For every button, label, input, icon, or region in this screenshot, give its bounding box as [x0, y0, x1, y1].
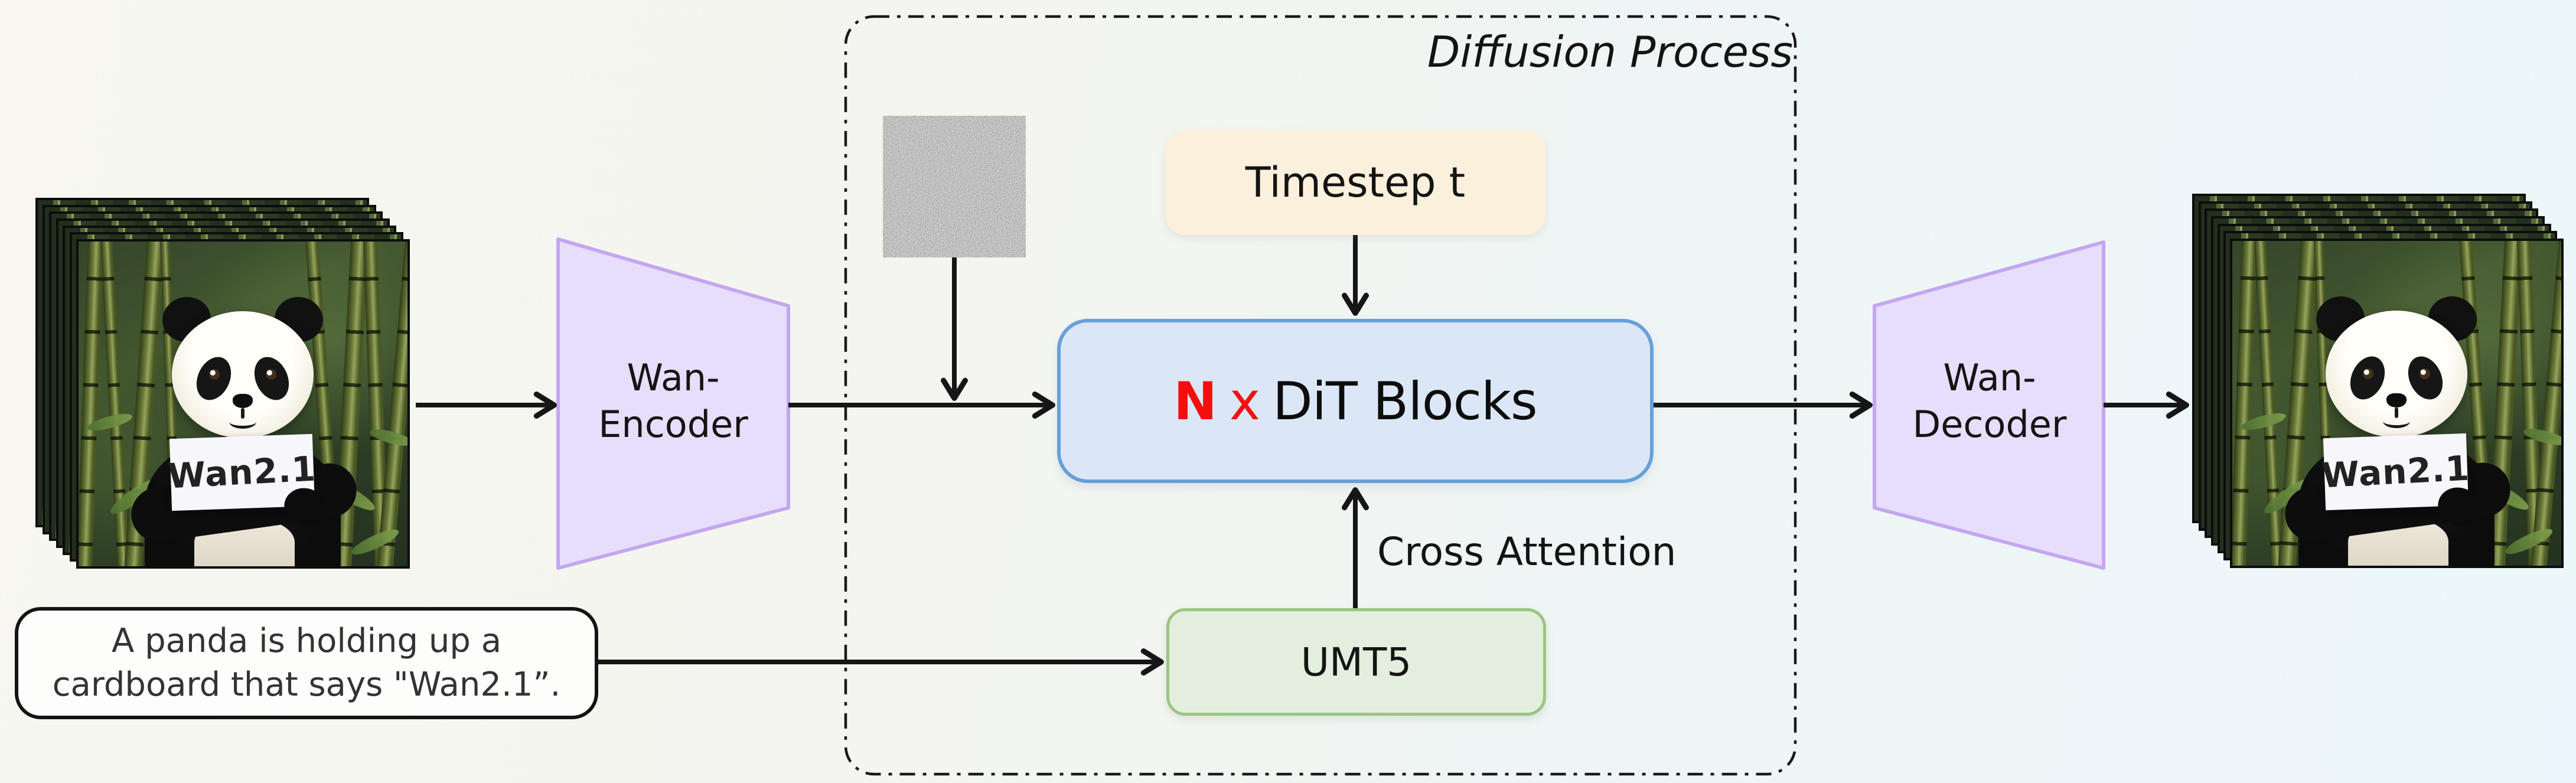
panda-nose: [2386, 393, 2407, 407]
panda-mouth: [2395, 407, 2398, 418]
panda-eye: [2420, 368, 2430, 379]
cross-attention-label: Cross Attention: [1377, 529, 1677, 575]
dit-blocks-box: N x DiT Blocks: [1057, 319, 1654, 483]
noise-image: [883, 116, 1026, 257]
dit-n-count: N: [1173, 370, 1217, 432]
wan-decoder-label: Wan- Decoder: [1874, 354, 2105, 448]
bamboo-stalk: [99, 242, 131, 566]
wan-decoder-label-line1: Wan-: [1943, 356, 2036, 399]
timestep-label: Timestep t: [1245, 158, 1466, 207]
panda-scene: Wan2.1: [2232, 241, 2561, 566]
prompt-line2: cardboard that says "Wan2.1”.: [52, 665, 561, 704]
wan-encoder-shape: [556, 237, 790, 570]
wan-decoder-shape: [1873, 240, 2105, 570]
panda-mouth: [241, 408, 244, 419]
umt5-label: UMT5: [1300, 639, 1412, 685]
wan-encoder-label-line2: Encoder: [598, 403, 748, 446]
panda-mouth: [229, 415, 256, 429]
bamboo-stalk: [2232, 241, 2258, 566]
prompt-line1: A panda is holding up a: [111, 622, 502, 661]
panda-eye: [266, 369, 276, 380]
diffusion-process-label: Diffusion Process: [1427, 27, 1793, 77]
panda-eye: [2363, 368, 2373, 379]
wan-encoder-label-line1: Wan-: [627, 356, 720, 399]
prompt-text-box: A panda is holding up a cardboard that s…: [15, 607, 598, 719]
diffusion-process-box: [844, 15, 1797, 776]
dit-times-symbol: x: [1229, 370, 1260, 432]
panda-mouth: [2383, 415, 2410, 428]
video-frame-front: Wan2.1: [76, 239, 410, 569]
umt5-box: UMT5: [1166, 608, 1546, 716]
panda-scene: Wan2.1: [79, 242, 407, 566]
dit-blocks-label: DiT Blocks: [1272, 370, 1538, 432]
wan-decoder-label-line2: Decoder: [1912, 403, 2067, 446]
timestep-box: Timestep t: [1165, 130, 1545, 235]
wan-encoder-label: Wan- Encoder: [558, 354, 788, 448]
panda-eye: [209, 369, 220, 380]
video-frame-front: Wan2.1: [2230, 239, 2564, 568]
panda-nose: [233, 394, 253, 408]
bamboo-stalk: [79, 242, 104, 566]
bamboo-stalk: [2253, 241, 2285, 566]
